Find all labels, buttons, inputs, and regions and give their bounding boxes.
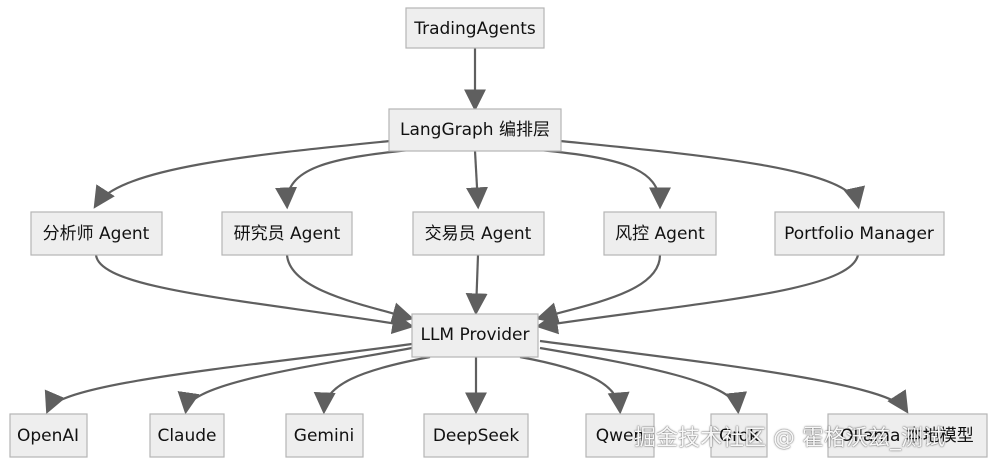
- edge-langgraph-to-portfolio: [559, 139, 865, 210]
- node-label-claude: Claude: [157, 426, 216, 446]
- node-researcher: 研究员 Agent: [221, 211, 353, 256]
- edge-trader-to-llm: [465, 254, 488, 316]
- edge-llm-to-ollama: [539, 339, 909, 414]
- edge-llm-to-gemini: [313, 355, 431, 415]
- edge-langgraph-to-analyst: [93, 139, 391, 209]
- node-label-openai: OpenAI: [17, 426, 79, 446]
- edge-researcher-to-llm: [285, 254, 415, 324]
- edge-llm-to-openai: [44, 342, 413, 415]
- node-qwen: Qwen: [585, 413, 655, 458]
- edge-langgraph-to-trader: [466, 150, 489, 210]
- node-label-portfolio-manager: Portfolio Manager: [784, 224, 934, 244]
- node-langgraph: LangGraph 编排层: [388, 108, 562, 152]
- node-label-tradingagents: TradingAgents: [413, 19, 536, 39]
- diagram-nodes: TradingAgents LangGraph 编排层 分析师 Agent 研究…: [9, 7, 988, 458]
- edge-llm-to-claude: [177, 346, 413, 415]
- node-trader: 交易员 Agent: [412, 211, 545, 256]
- node-ollama: Ollama 本地模型: [827, 413, 988, 458]
- edge-langgraph-to-risk: [539, 148, 671, 210]
- node-portfolio-manager: Portfolio Manager: [774, 211, 945, 256]
- edge-llm-to-grok: [539, 346, 748, 415]
- diagram-edges: [44, 48, 909, 415]
- node-risk: 风控 Agent: [603, 211, 717, 256]
- node-label-gemini: Gemini: [294, 426, 354, 446]
- edge-risk-to-llm: [535, 254, 662, 324]
- node-label-qwen: Qwen: [596, 426, 645, 446]
- node-label-analyst: 分析师 Agent: [43, 224, 150, 244]
- edge-langgraph-to-researcher: [275, 148, 411, 210]
- node-label-ollama: Ollama 本地模型: [840, 426, 974, 446]
- node-grok: Grok: [710, 413, 768, 458]
- edge-llm-to-qwen: [519, 355, 630, 415]
- edge-analyst-to-llm: [94, 254, 415, 335]
- node-llm-provider: LLM Provider: [411, 313, 539, 358]
- node-openai: OpenAI: [9, 413, 88, 458]
- node-label-langgraph: LangGraph 编排层: [400, 120, 550, 140]
- node-label-grok: Grok: [719, 426, 759, 446]
- edge-portfolio-to-llm: [535, 254, 860, 335]
- node-label-llm-provider: LLM Provider: [420, 325, 529, 345]
- node-gemini: Gemini: [285, 413, 364, 458]
- node-label-researcher: 研究员 Agent: [234, 224, 341, 244]
- node-tradingagents: TradingAgents: [405, 7, 545, 49]
- node-label-deepseek: DeepSeek: [433, 426, 520, 446]
- node-deepseek: DeepSeek: [423, 413, 529, 458]
- node-label-risk: 风控 Agent: [615, 224, 705, 244]
- node-label-trader: 交易员 Agent: [425, 224, 532, 244]
- node-analyst: 分析师 Agent: [30, 211, 163, 256]
- node-claude: Claude: [149, 413, 225, 458]
